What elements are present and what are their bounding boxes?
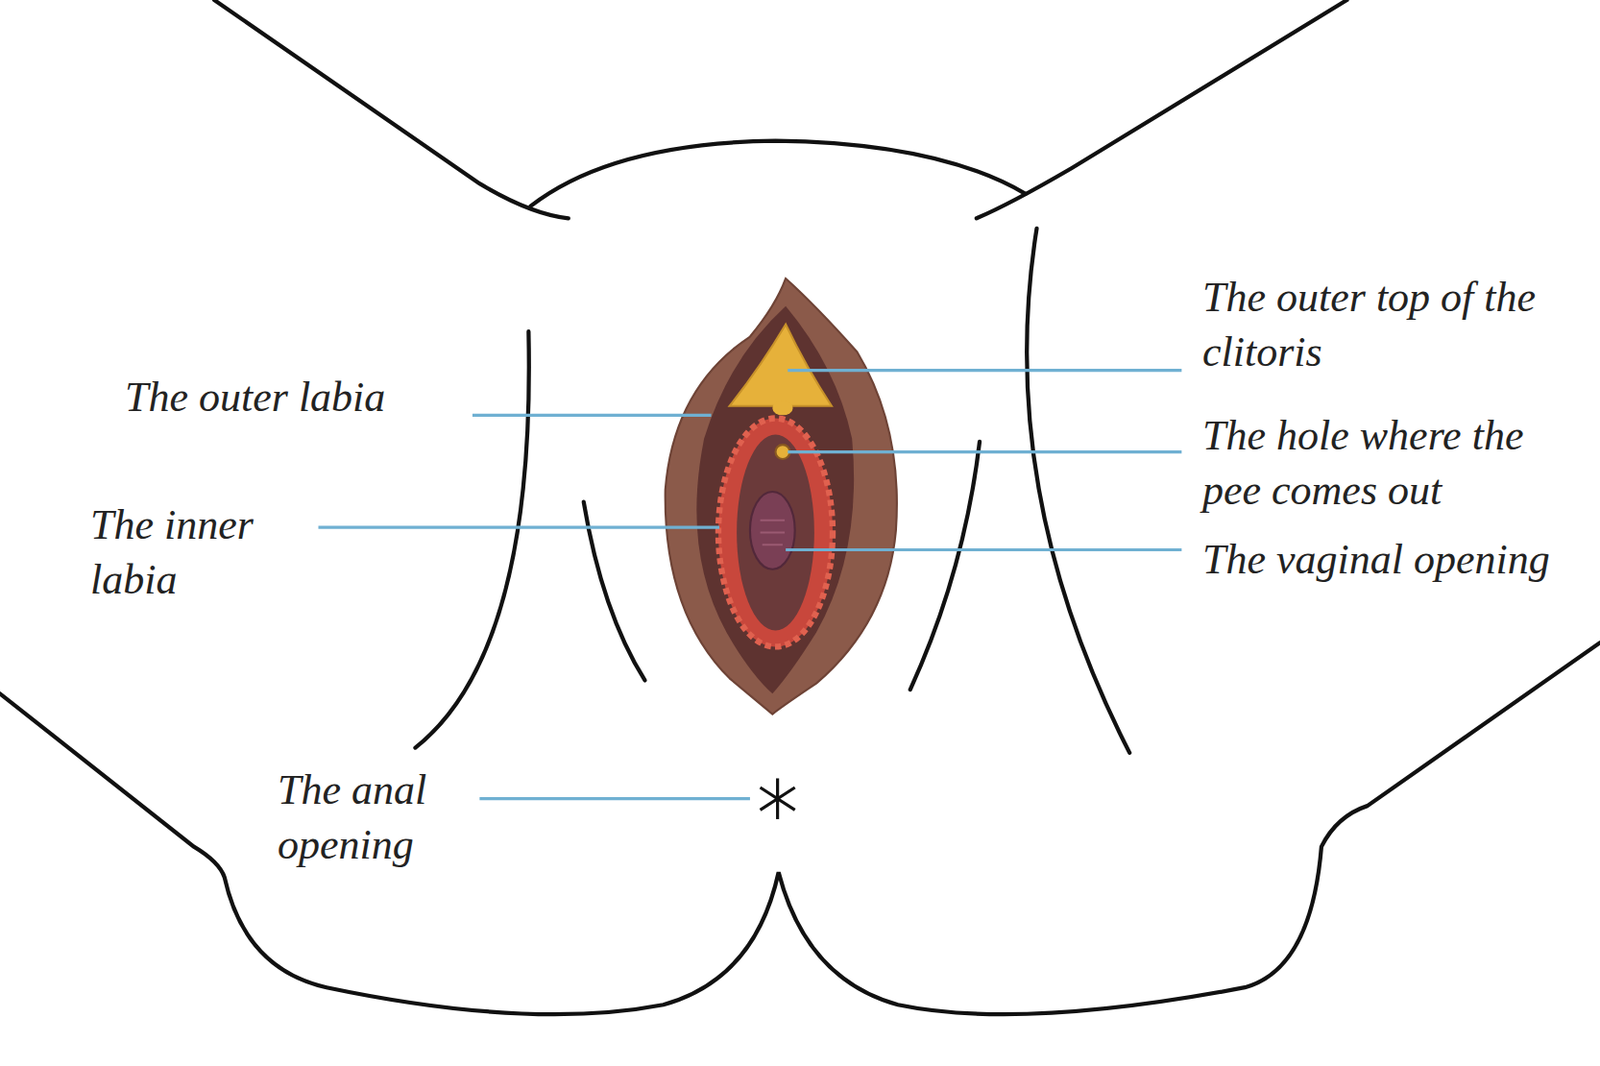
part-label: The inner labia	[90, 497, 307, 607]
part-label: The vaginal opening	[1202, 532, 1577, 587]
part-label: The outer labia	[124, 369, 457, 425]
part-label: The hole where the pee comes out	[1202, 408, 1577, 518]
anal-opening-symbol	[760, 777, 796, 819]
vulva-model	[665, 278, 897, 715]
leader-lines	[318, 370, 1183, 800]
part-label: The outer top of the clitoris	[1202, 269, 1577, 380]
part-label: The anal opening	[277, 762, 465, 873]
body-outline	[0, 0, 1600, 1015]
